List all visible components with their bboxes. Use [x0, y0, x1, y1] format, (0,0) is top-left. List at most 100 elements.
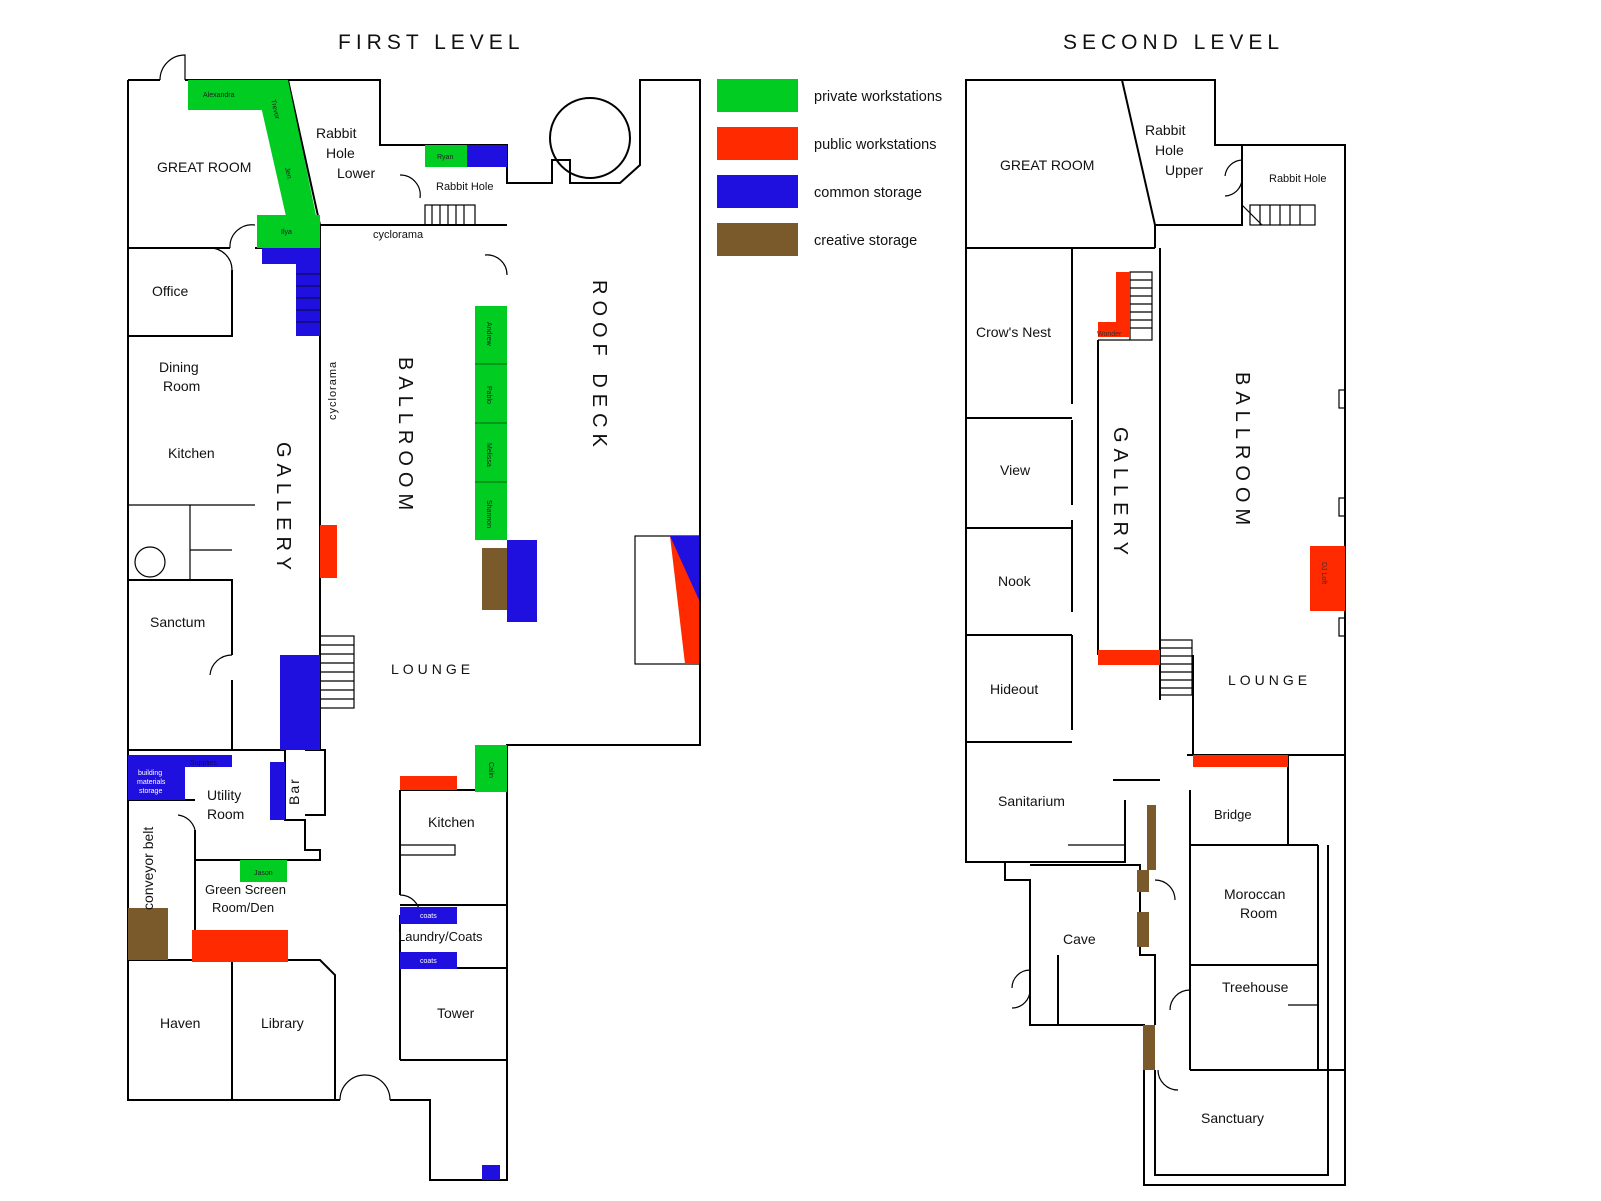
label-dining-1: Dining [159, 359, 199, 375]
label-bridge: Bridge [1214, 807, 1252, 822]
station-label-ilya: Ilya [281, 229, 292, 236]
station-wonder [1098, 272, 1130, 337]
legend-label-private: private workstations [814, 89, 942, 105]
label-kitchen-left: Kitchen [168, 445, 215, 461]
storage-label-coats-1: coats [420, 913, 437, 920]
station-ryan [425, 145, 467, 167]
label-office: Office [152, 283, 189, 299]
label-hideout: Hideout [990, 681, 1038, 697]
label-great-room-1: GREAT ROOM [157, 159, 251, 175]
label-rabbit-hole-lower-2: Hole [326, 145, 355, 161]
station-label-alexandra: Alexandra [203, 92, 235, 99]
label-gallery-2: GALLERY [1109, 427, 1131, 561]
public-station-gallery [320, 525, 337, 578]
label-library: Library [261, 1015, 304, 1031]
label-great-room-2: GREAT ROOM [1000, 157, 1094, 173]
label-laundry: Laundry/Coats [398, 929, 483, 944]
label-cyclorama-side: cyclorama [327, 361, 339, 420]
creative-storage-2a [1147, 805, 1156, 870]
public-station-green-screen [192, 930, 288, 962]
label-rabbit-hole-upper-2: Hole [1155, 142, 1184, 158]
second-level-stairs-top [1129, 271, 1153, 341]
public-station-lounge-2 [1193, 755, 1288, 767]
station-label-jen: Jen [283, 167, 292, 180]
label-moroccan-2: Room [1240, 905, 1277, 921]
label-dining-2: Room [163, 378, 200, 394]
first-level-title: FIRST LEVEL [338, 31, 525, 54]
station-label-pablo: Pablo [485, 386, 492, 404]
label-view: View [1000, 462, 1031, 478]
label-rabbit-hole-upper-1: Rabbit [1145, 122, 1186, 138]
station-trevor-jen [255, 80, 318, 225]
ballroom-stairs [319, 635, 355, 709]
station-label-andrew: Andrew [485, 322, 492, 347]
label-moroccan-1: Moroccan [1224, 886, 1285, 902]
label-conveyor-belt: conveyor belt [140, 827, 156, 910]
station-label-wonder: Wonder [1097, 331, 1122, 338]
second-level-stairs-rabbit [1241, 204, 1316, 226]
label-treehouse: Treehouse [1222, 979, 1289, 995]
station-label-trevor: Trevor [269, 99, 280, 121]
label-kitchen-right: Kitchen [428, 814, 475, 830]
label-cave: Cave [1063, 931, 1096, 947]
creative-storage-2d [1143, 1025, 1155, 1070]
label-haven: Haven [160, 1015, 200, 1031]
label-lounge-2: LOUNGE [1228, 672, 1311, 688]
storage-label-supplies: Supplies [190, 760, 217, 767]
label-rabbit-hole-lower-1: Rabbit [316, 125, 357, 141]
label-sanctuary: Sanctuary [1201, 1110, 1264, 1126]
creative-storage-2b [1137, 870, 1149, 892]
station-calin [475, 745, 507, 792]
label-nook: Nook [998, 573, 1032, 589]
creative-storage-2c [1137, 912, 1149, 947]
storage-coats-2 [400, 952, 457, 969]
label-green-screen-1: Green Screen [205, 882, 286, 897]
station-label-shannon: Shannon [485, 500, 492, 528]
public-station-gallery-2 [1098, 650, 1160, 665]
label-ballroom-2: BALLROOM [1231, 372, 1253, 531]
storage-label-coats-2: coats [420, 958, 437, 965]
legend-swatch-public [717, 127, 798, 160]
station-label-calin: Calin [487, 762, 494, 778]
label-crows-nest: Crow's Nest [976, 324, 1051, 340]
storage-building-materials [128, 755, 185, 800]
storage-gallery [280, 655, 320, 750]
station-jason [240, 860, 287, 882]
label-rabbit-hole-upper-3: Upper [1165, 162, 1203, 178]
label-cyclorama-top: cyclorama [373, 229, 424, 241]
storage-label-storage: storage [139, 788, 162, 795]
legend-label-public: public workstations [814, 137, 937, 153]
roof-deck-circle [549, 97, 631, 179]
first-level-plan [127, 54, 701, 1181]
label-rabbit-hole-lower-3: Lower [337, 165, 375, 181]
second-level-areas [1098, 272, 1345, 1070]
station-dj-loft [1310, 546, 1345, 611]
rabbit-hole-stairs [424, 204, 476, 226]
legend-label-creative: creative storage [814, 233, 917, 249]
label-roof-deck: ROOF DECK [588, 280, 610, 453]
gallery-stairs [296, 250, 320, 336]
second-level-plan [965, 79, 1346, 1186]
legend: private workstations public workstations… [717, 79, 942, 256]
legend-swatch-common [717, 175, 798, 208]
label-lounge-1: LOUNGE [391, 661, 474, 677]
label-sanitarium: Sanitarium [998, 793, 1065, 809]
legend-label-common: common storage [814, 185, 922, 201]
station-label-ryan: Ryan [437, 154, 453, 161]
label-green-screen-2: Room/Den [212, 900, 274, 915]
legend-swatch-creative [717, 223, 798, 256]
second-level-title: SECOND LEVEL [1063, 31, 1284, 54]
station-ilya [257, 215, 320, 248]
station-label-jason: Jason [254, 870, 273, 877]
storage-label-building: building [138, 770, 162, 777]
label-gallery-1: GALLERY [272, 442, 294, 576]
storage-label-materials: materials [137, 779, 166, 786]
creative-storage-conveyor [128, 908, 168, 960]
second-level-labels: GREAT ROOM Rabbit Hole Upper Rabbit Hole… [976, 122, 1327, 1126]
label-tower: Tower [437, 1005, 475, 1021]
first-level-areas [128, 80, 537, 1180]
label-bar: Bar [286, 777, 302, 805]
public-station-kitchen [400, 776, 457, 790]
station-label-melissa: Melissa [485, 443, 492, 467]
